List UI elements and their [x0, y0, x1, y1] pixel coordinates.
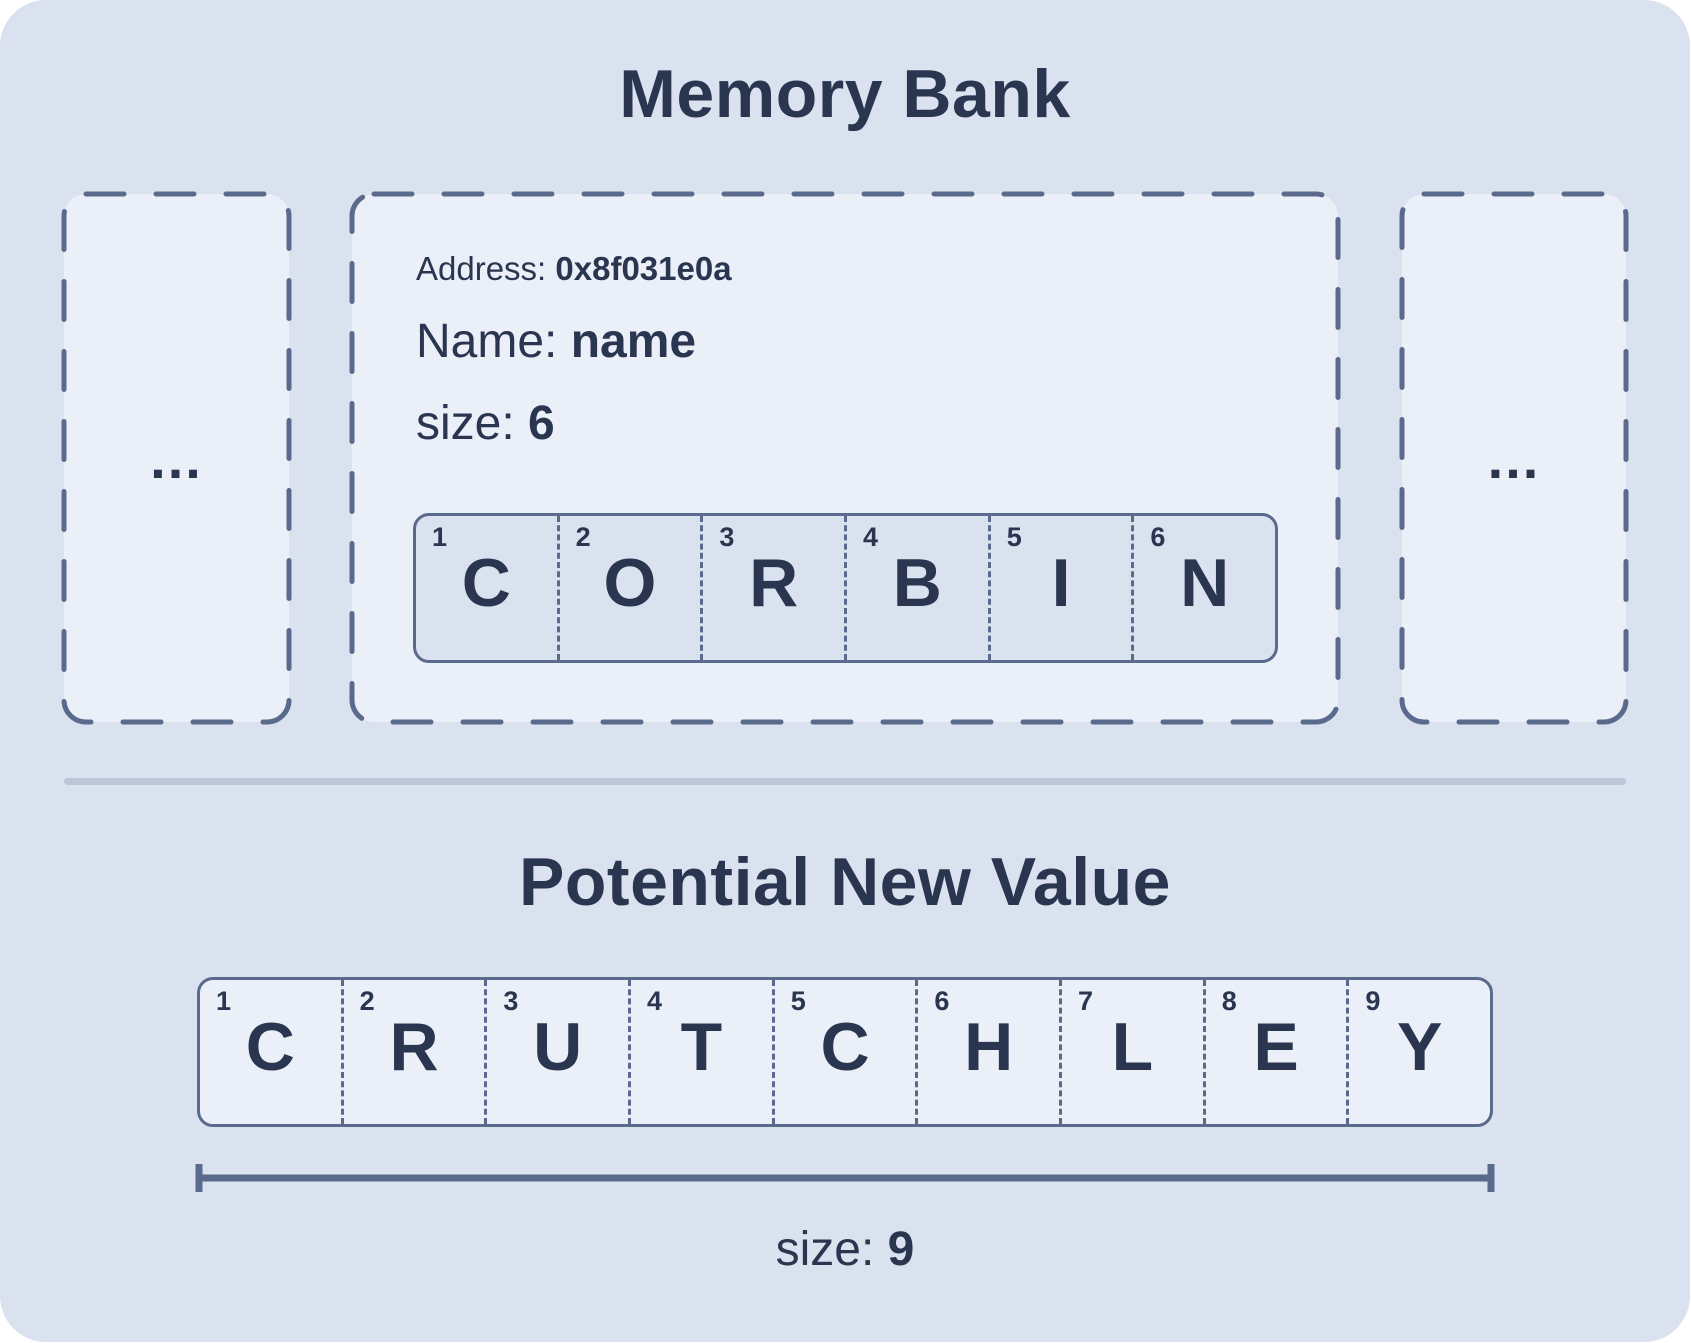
- address-line: Address: 0x8f031e0a: [416, 250, 732, 288]
- cell-index: 4: [647, 986, 663, 1016]
- new-size-label: size:: [775, 1223, 875, 1276]
- cell-char: C: [461, 545, 511, 621]
- cell-char: L: [1111, 1009, 1154, 1085]
- cell-char: I: [1051, 545, 1071, 621]
- name-value: name: [570, 315, 697, 368]
- new-size-value: 9: [887, 1223, 915, 1276]
- cell-char: R: [389, 1009, 439, 1085]
- cell-char: C: [820, 1009, 870, 1085]
- cell-char: U: [533, 1009, 583, 1085]
- section-divider: [64, 778, 1626, 785]
- memory-bank-title: Memory Bank: [619, 56, 1071, 132]
- size-label: size:: [416, 397, 515, 450]
- cell-char: H: [964, 1009, 1014, 1085]
- cell-char: C: [245, 1009, 295, 1085]
- cell-char: R: [749, 545, 799, 621]
- cell-char: B: [892, 545, 942, 621]
- cell-index: 4: [863, 522, 879, 552]
- cell-char: Y: [1397, 1009, 1443, 1085]
- cell-index: 2: [575, 522, 591, 552]
- cell-index: 3: [503, 986, 519, 1016]
- memory-slot-right: ...: [1399, 191, 1629, 725]
- address-value: 0x8f031e0a: [555, 250, 732, 287]
- ellipsis-left: ...: [150, 426, 203, 490]
- size-value: 6: [528, 397, 555, 450]
- name-label: Name:: [416, 315, 558, 368]
- cell-index: 1: [432, 522, 448, 552]
- cell-index: 5: [1006, 522, 1022, 552]
- cell-char: N: [1180, 545, 1230, 621]
- name-line: Name: name: [416, 314, 696, 369]
- size-measure-bracket: [195, 1164, 1495, 1192]
- cell-index: 2: [359, 986, 375, 1016]
- cell-index: 7: [1078, 986, 1094, 1016]
- address-label: Address:: [416, 250, 547, 287]
- slot-dashed-border: [61, 191, 292, 725]
- cell-char: O: [603, 545, 657, 621]
- cell-index: 9: [1365, 986, 1381, 1016]
- ellipsis-right: ...: [1487, 426, 1541, 490]
- cell-index: 6: [934, 986, 950, 1016]
- slot-dashed-border: [349, 191, 1341, 725]
- cell-index: 6: [1150, 522, 1166, 552]
- memory-slot-left: ...: [61, 191, 292, 725]
- cell-index: 5: [790, 986, 806, 1016]
- size-line: size: 6: [416, 396, 555, 451]
- cell-char: T: [680, 1009, 723, 1085]
- cell-char: E: [1253, 1009, 1299, 1085]
- cell-index: 8: [1221, 986, 1237, 1016]
- cell-index: 1: [216, 986, 232, 1016]
- new-value-title: Potential New Value: [519, 844, 1171, 920]
- new-size-line: size: 9: [0, 1222, 1690, 1277]
- cell-index: 3: [719, 522, 735, 552]
- slot-dashed-border: [1399, 191, 1629, 725]
